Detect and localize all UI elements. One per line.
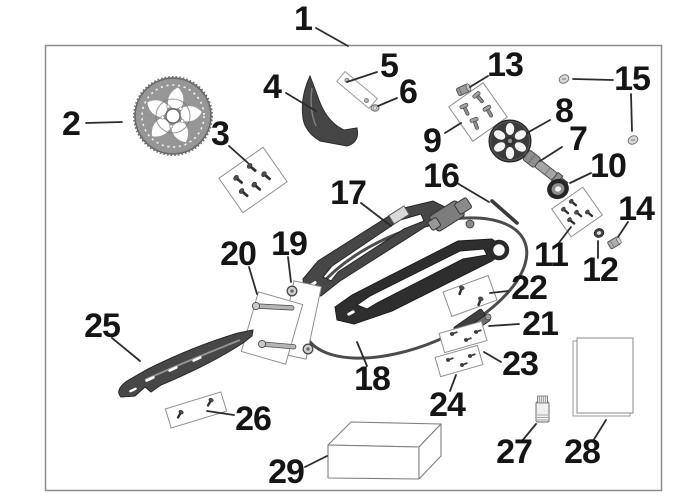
part-rod-16 (490, 199, 519, 225)
leader-line-13 (469, 75, 489, 88)
leader-line-26 (206, 410, 235, 416)
part-strip-plate-5 (336, 70, 378, 110)
part-plate-20 (240, 291, 304, 365)
leader-line-16 (456, 182, 490, 203)
swingarm-eyelet (488, 239, 510, 261)
part-washer-15a (557, 72, 571, 86)
swingarm-pivot-block (427, 197, 472, 232)
part-screw-kit-3 (218, 146, 288, 214)
leader-line-11 (557, 226, 572, 245)
leader-line-29 (304, 455, 328, 468)
part-plate-24 (434, 344, 484, 378)
leader-line-15 (572, 78, 614, 81)
part-bolt-13 (456, 83, 472, 97)
part-ring-12 (593, 228, 605, 238)
part-manual-booklet (572, 337, 634, 417)
leader-lines (85, 27, 633, 468)
part-nut-14 (607, 236, 622, 250)
leader-line-20 (248, 266, 258, 295)
leader-line-19 (287, 256, 292, 283)
leader-line-7 (539, 146, 563, 162)
leader-line-8 (526, 119, 551, 134)
leader-line-25 (111, 337, 141, 362)
leader-line-21 (488, 323, 520, 327)
leader-line-24 (449, 374, 457, 392)
part-swingarm (302, 197, 510, 325)
leader-line-27 (521, 423, 537, 442)
part-nut-6 (370, 104, 380, 112)
leader-line-23 (483, 351, 502, 363)
leader-line-1 (315, 27, 349, 47)
leader-line-3 (228, 145, 249, 164)
part-plate-22 (442, 274, 498, 318)
part-plate-23 (438, 320, 488, 354)
leader-line-18 (356, 341, 368, 367)
leader-line-14 (617, 221, 629, 238)
leader-line-10 (569, 172, 592, 184)
part-pulley-wheel (488, 119, 532, 163)
diagram-frame (44, 44, 663, 492)
part-sprocket (133, 76, 213, 156)
leader-line-17 (360, 202, 392, 227)
leader-line-5 (346, 71, 378, 83)
part-bearing (547, 178, 569, 200)
leader-line-4 (285, 92, 317, 112)
leader-line-15 (630, 93, 633, 132)
part-slider-guard (118, 329, 254, 398)
part-washer-15b (626, 133, 640, 147)
leader-line-28 (592, 419, 607, 442)
leader-line-22 (489, 290, 509, 294)
part-grease-tube (535, 395, 550, 423)
leader-line-6 (377, 97, 398, 107)
leader-line-2 (85, 121, 123, 124)
part-screw-kit-11 (550, 186, 604, 238)
part-plate-26 (164, 391, 228, 429)
leader-line-9 (444, 122, 462, 134)
part-box (327, 421, 442, 480)
